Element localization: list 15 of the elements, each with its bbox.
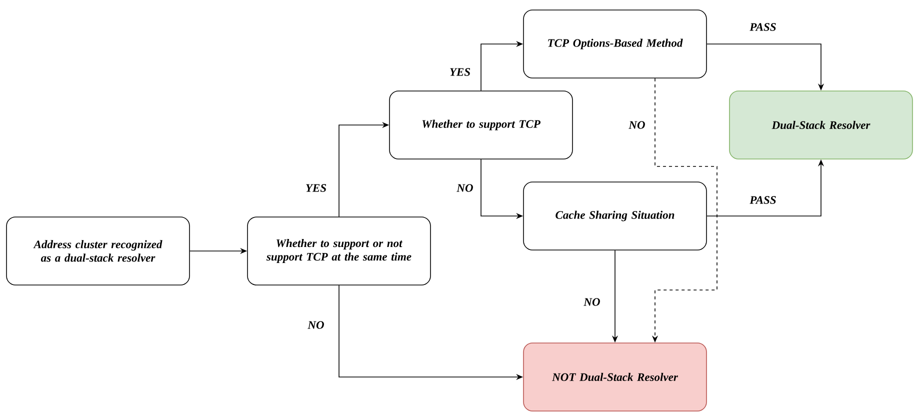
- edge-label: NO: [628, 120, 646, 130]
- edge-label: PASS: [748, 195, 778, 205]
- process-box: TCP Options-Based Method: [523, 10, 707, 78]
- edge-label: YES: [304, 183, 328, 193]
- process-box: Whether to support or not support TCP at the same time: [247, 216, 431, 286]
- result-box: NOT Dual-Stack Resolver: [523, 342, 707, 412]
- edge-label: NO: [306, 320, 326, 330]
- result-box: Dual-Stack Resolver: [729, 90, 913, 160]
- process-box: Whether to support TCP: [389, 90, 573, 160]
- edge-label: NO: [456, 183, 474, 193]
- edge-label: YES: [448, 67, 472, 77]
- process-box: Cache Sharing Situation: [523, 182, 707, 250]
- edge-label: NO: [582, 297, 602, 307]
- edge-label: PASS: [748, 22, 778, 32]
- process-box: Address cluster recognized as a dual-stack resolver: [6, 216, 190, 286]
